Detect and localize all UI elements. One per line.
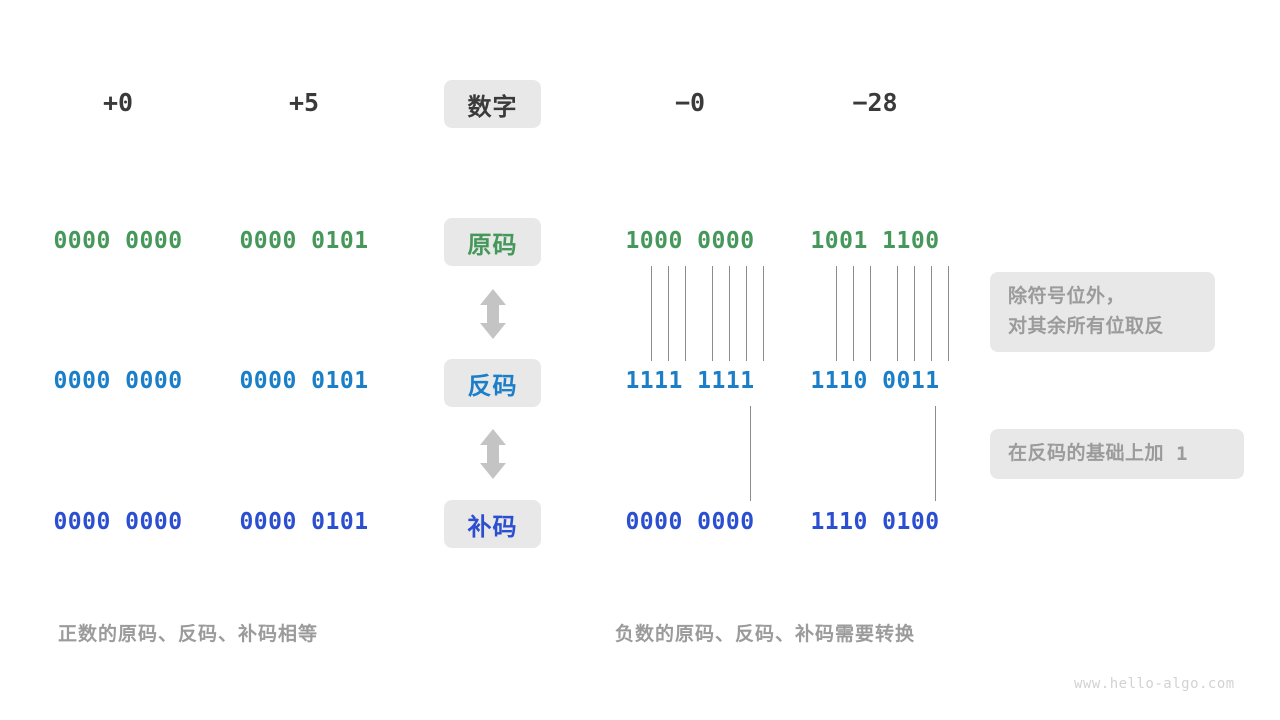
connector-line <box>685 266 686 361</box>
row-1-value-2: 0000 0101 <box>239 228 369 254</box>
note-line-1: 在反码的基础上加 <box>1008 443 1165 464</box>
connector-line <box>668 266 669 361</box>
row-3-value-1: 0000 0000 <box>53 509 183 535</box>
row-3-value-2: 0000 0101 <box>239 509 369 535</box>
header-badge-number: 数字 <box>444 80 541 128</box>
caption-positive: 正数的原码、反码、补码相等 <box>58 624 319 645</box>
connector-line <box>853 266 854 361</box>
row-1-value-4: 1001 1100 <box>810 228 940 254</box>
connector-line <box>836 266 837 361</box>
row-2-value-1: 0000 0000 <box>53 368 183 394</box>
double-arrow-icon-2 <box>477 428 509 485</box>
row-3-value-4: 1110 0100 <box>810 509 940 535</box>
row-2-value-2: 0000 0101 <box>239 368 369 394</box>
connector-line <box>948 266 949 361</box>
caption-negative: 负数的原码、反码、补码需要转换 <box>615 624 916 645</box>
row-1-badge-label: 原码 <box>444 218 541 266</box>
note-line-2: 对其余所有位取反 <box>1008 316 1165 337</box>
header-column-value-1: +0 <box>102 88 134 117</box>
note-box-twos-complement: 在反码的基础上加 1 <box>990 429 1244 479</box>
row-2-value-4: 1110 0011 <box>810 368 940 394</box>
row-2-value-3: 1111 1111 <box>625 368 755 394</box>
connector-line <box>897 266 898 361</box>
connector-line <box>870 266 871 361</box>
header-column-value-3: −0 <box>674 88 706 117</box>
connector-line <box>729 266 730 361</box>
row-3-badge-label: 补码 <box>444 500 541 548</box>
connector-line <box>651 266 652 361</box>
row-1-value-1: 0000 0000 <box>53 228 183 254</box>
connector-line <box>914 266 915 361</box>
double-arrow-icon-1 <box>477 288 509 345</box>
connector-line <box>763 266 764 361</box>
note-box-ones-complement: 除符号位外， 对其余所有位取反 <box>990 272 1215 352</box>
note-line-2: 1 <box>1176 443 1188 465</box>
row-2-badge-label: 反码 <box>444 359 541 407</box>
row-1-value-3: 1000 0000 <box>625 228 755 254</box>
connector-line <box>935 406 936 501</box>
header-column-value-4: −28 <box>852 88 898 117</box>
connector-line <box>712 266 713 361</box>
connector-line <box>931 266 932 361</box>
watermark: www.hello-algo.com <box>1074 676 1235 692</box>
connector-line <box>746 266 747 361</box>
row-3-value-3: 0000 0000 <box>625 509 755 535</box>
header-column-value-2: +5 <box>288 88 320 117</box>
connector-line <box>750 406 751 501</box>
note-line-1: 除符号位外， <box>1008 286 1126 307</box>
